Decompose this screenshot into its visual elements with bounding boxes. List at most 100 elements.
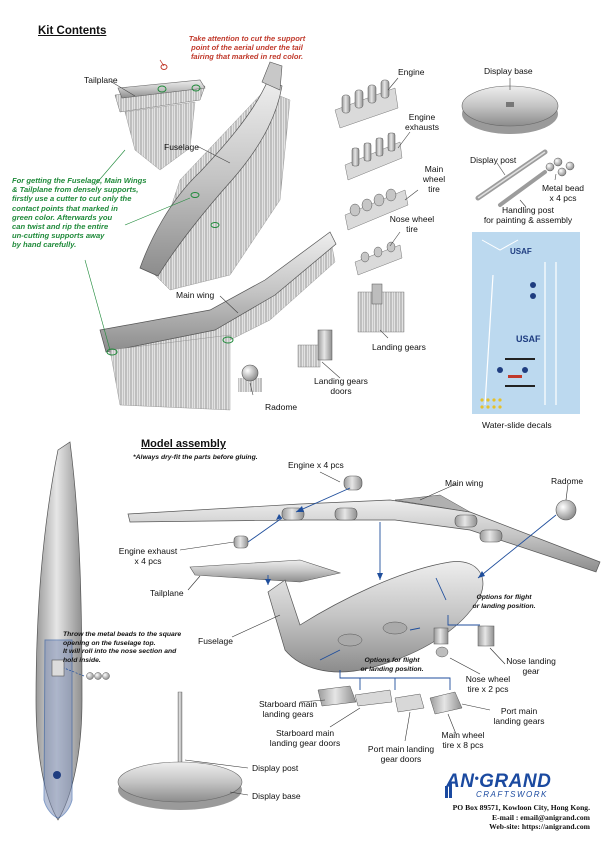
label-line: Engine exhaust: [118, 546, 178, 556]
note-line: opening on the fuselage top.: [63, 639, 156, 647]
label-line: Main: [424, 164, 444, 174]
options-note-nose: Options for flight or landing position.: [464, 594, 544, 611]
red-note-line: point of the aerial under the tail: [191, 43, 303, 52]
brand-contact: PO Box 89571, Kowloon City, Hong Kong. E…: [380, 803, 590, 832]
kit-label-display-post: Display post: [470, 155, 517, 165]
brand-name-part2: GRAND: [479, 771, 552, 792]
kit-fuselage-part: [139, 61, 291, 291]
assembly-label-tailplane: Tailplane: [150, 588, 184, 598]
assembly-fuselage: [267, 561, 484, 673]
assembly-arrows: [247, 487, 557, 690]
decal-usaf-mid: USAF: [516, 334, 541, 344]
assembly-label-nose-wheel-tire: Nose wheel tire x 2 pcs: [455, 674, 521, 694]
kit-label-fuselage: Fuselage: [164, 142, 199, 152]
assembly-main-gears: [317, 685, 463, 715]
contact-address: PO Box 89571, Kowloon City, Hong Kong.: [452, 803, 590, 812]
label-line: wheel: [422, 174, 446, 184]
kit-label-decals: Water-slide decals: [482, 420, 552, 430]
label-line: tire x 8 pcs: [442, 740, 484, 750]
note-line: or landing position.: [360, 665, 424, 673]
label-line: x 4 pcs: [549, 193, 577, 203]
kit-label-metal-bead: Metal bead x 4 pcs: [535, 183, 591, 203]
assembly-label-nose-landing-gear: Nose landing gear: [496, 656, 566, 676]
note-line: Options for flight: [364, 657, 420, 664]
assembly-label-port-gears: Port main landing gears: [486, 706, 552, 726]
label-line: tire: [406, 224, 418, 234]
label-line: Metal bead: [541, 183, 585, 193]
red-note-line: Take attention to cut the support: [188, 34, 306, 43]
label-line: gear: [522, 666, 540, 676]
label-line: tire x 2 pcs: [467, 684, 509, 694]
label-line: Port main landing: [367, 744, 435, 754]
green-note-line: by hand carefully.: [12, 240, 77, 250]
label-line: Starboard main: [275, 728, 335, 738]
assembly-tailplane: [189, 559, 342, 583]
assembly-label-engine-exhaust: Engine exhaust x 4 pcs: [112, 546, 184, 566]
decal-sheet: [472, 232, 580, 414]
kit-label-handling-post: Handling post for painting & assembly: [470, 205, 586, 225]
assembly-label-fuselage: Fuselage: [198, 636, 233, 646]
assembly-display-stand: [117, 691, 243, 810]
label-line: tire: [428, 184, 440, 194]
kit-main-wing-part: [99, 231, 337, 411]
kit-engines-part: [334, 79, 399, 129]
label-line: landing gear doors: [269, 738, 341, 748]
note-line: Options for flight: [476, 594, 532, 601]
assembly-label-main-wheel-tire: Main wheel tire x 8 pcs: [432, 730, 494, 750]
brand-logo: AN•GRAND: [446, 771, 552, 792]
kit-nose-wheels-part: [354, 241, 403, 276]
assembly-label-main-wing: Main wing: [445, 478, 484, 488]
assembly-label-display-base: Display base: [252, 791, 301, 801]
note-line: Throw the metal beads to the square: [63, 631, 182, 638]
brand-logo-mark: [445, 783, 452, 798]
label-line: x 4 pcs: [134, 556, 162, 566]
side-view-fuselage: [35, 441, 110, 821]
assembly-label-starboard-gears: Starboard main landing gears: [253, 699, 323, 719]
contact-email[interactable]: E-mail : email@anigrand.com: [492, 812, 590, 822]
contact-website[interactable]: Web-site: https://anigrand.com: [489, 822, 590, 831]
note-line: or landing position.: [472, 602, 536, 610]
assembly-arrowheads: [265, 506, 485, 585]
note-line: hold inside.: [63, 656, 101, 664]
kit-landing-gears-part: [357, 283, 405, 333]
kit-metal-beads-part: [545, 157, 575, 177]
label-line: landing gears: [493, 716, 545, 726]
kit-main-wheels-part: [344, 188, 409, 231]
assembly-exhaust: [233, 535, 249, 549]
label-line: Landing gears: [314, 376, 368, 386]
kit-label-engine: Engine: [398, 67, 425, 77]
label-line: Main wheel: [441, 730, 485, 740]
red-note-line: fairing that marked in red color.: [190, 52, 304, 61]
kit-label-nose-wheel-tire: Nose wheel tire: [382, 214, 442, 234]
assembly-label-starboard-doors: Starboard main landing gear doors: [262, 728, 348, 748]
decal-usaf-top: USAF: [510, 247, 532, 256]
green-note-line: green color. Afterwards you: [12, 212, 113, 222]
green-note-line: firstly use a cutter to cut only the: [12, 194, 132, 204]
brand-name-part1: AN: [446, 771, 475, 792]
green-note-line: un-cutting supports away: [12, 231, 105, 241]
assembly-label-engine: Engine x 4 pcs: [288, 460, 344, 470]
assembly-engine: [343, 475, 363, 491]
green-note-line: & Tailplane from densely supports,: [12, 185, 139, 195]
options-note-main: Options for flight or landing position.: [352, 657, 432, 674]
label-line: Starboard main: [258, 699, 318, 709]
model-assembly-heading: Model assembly: [141, 438, 226, 450]
red-cut-note: Take attention to cut the support point …: [172, 34, 322, 61]
kit-label-landing-gears-doors: Landing gears doors: [306, 376, 376, 396]
kit-label-main-wing: Main wing: [176, 290, 215, 300]
dry-fit-note: *Always dry-fit the parts before gluing.: [133, 454, 258, 461]
green-note-line: contact points that marked in: [12, 203, 118, 213]
kit-display-post-part: [475, 149, 548, 207]
assembly-label-display-post: Display post: [252, 763, 299, 773]
kit-radome-part: [238, 364, 262, 392]
kit-label-landing-gears: Landing gears: [372, 342, 426, 352]
assembly-leader-lines: [179, 471, 569, 796]
red-leader-line: [159, 59, 165, 67]
assembly-radome: [555, 499, 577, 521]
green-note-line: can twist and rip the entire: [12, 222, 109, 232]
kit-label-display-base: Display base: [484, 66, 533, 76]
label-line: Port main: [500, 706, 538, 716]
kit-leader-lines: [109, 77, 557, 396]
kit-label-engine-exhausts: Engine exhausts: [400, 112, 444, 132]
